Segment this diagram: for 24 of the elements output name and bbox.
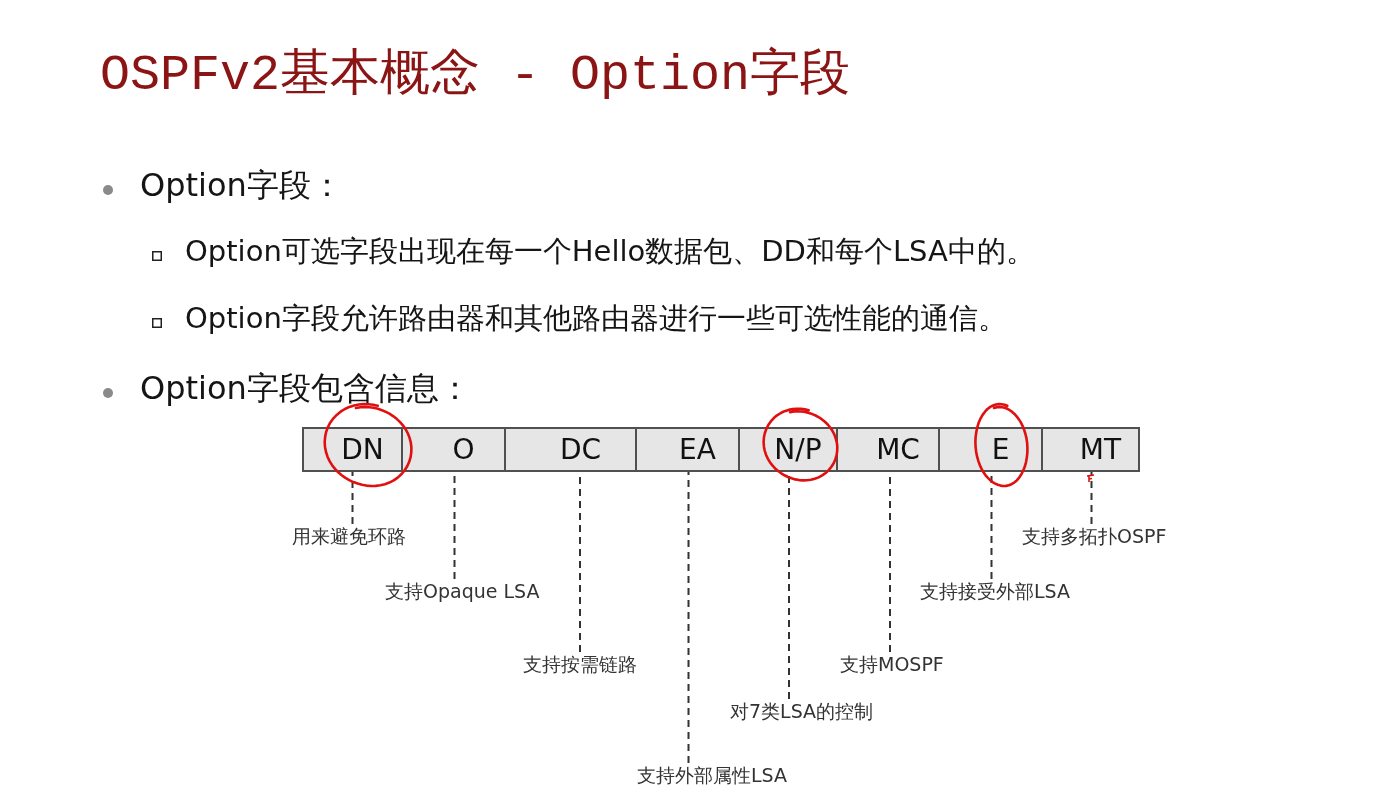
leader-line	[1090, 471, 1093, 525]
field-cell: O	[403, 427, 506, 472]
leader-line	[351, 471, 354, 525]
field-description: 支持多拓扑OSPF	[1022, 524, 1167, 548]
bullet-text: Option字段包含信息：	[140, 368, 471, 408]
field-description: 对7类LSA的控制	[730, 699, 874, 723]
leader-line	[687, 471, 690, 764]
field-cell: DN	[302, 427, 403, 472]
field-description: 支持接受外部LSA	[920, 579, 1070, 603]
slide-title: OSPFv2基本概念 - Option字段	[100, 46, 851, 106]
field-description: 支持MOSPF	[840, 652, 944, 676]
sub-bullet-text: Option可选字段出现在每一个Hello数据包、DD和每个LSA中的。	[185, 233, 1035, 269]
field-description: 支持Opaque LSA	[385, 579, 540, 603]
field-description: 支持按需链路	[523, 652, 637, 676]
field-description: 支持外部属性LSA	[637, 763, 787, 787]
field-cell: N/P	[740, 427, 838, 472]
field-cell: MT	[1043, 427, 1140, 472]
field-cell: MC	[838, 427, 940, 472]
field-cell: E	[940, 427, 1043, 472]
field-cell: EA	[637, 427, 740, 472]
field-cell: DC	[506, 427, 637, 472]
bullet-text: Option字段：	[140, 165, 343, 205]
field-description: 用来避免环路	[292, 524, 406, 548]
sub-bullet-text: Option字段允许路由器和其他路由器进行一些可选性能的通信。	[185, 300, 1007, 336]
